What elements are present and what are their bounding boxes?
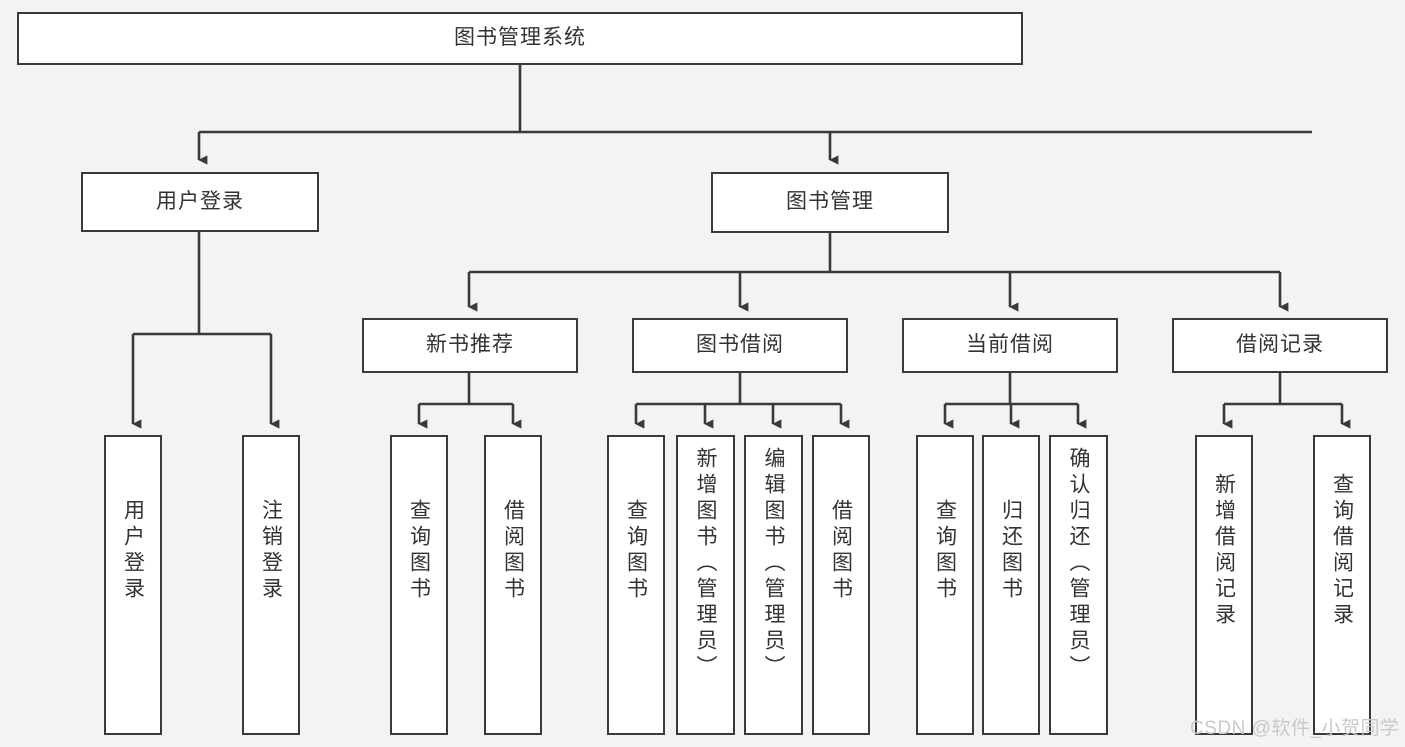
node-leaf-add-record-label: 新增借阅记录	[1212, 473, 1236, 629]
node-leaf-confirm-return[interactable]: 确认归还（管理员）	[1049, 435, 1108, 735]
node-leaf-return-book-label: 归还图书	[999, 499, 1023, 603]
node-leaf-logout[interactable]: 注销登录	[242, 435, 300, 735]
node-leaf-query-record[interactable]: 查询借阅记录	[1313, 435, 1371, 735]
node-root-label: 图书管理系统	[454, 26, 586, 50]
node-leaf-query-book-1[interactable]: 查询图书	[390, 435, 448, 735]
node-book-borrow-label: 图书借阅	[696, 333, 784, 357]
node-leaf-borrow-book-1-label: 借阅图书	[501, 499, 525, 603]
node-leaf-borrow-book-2[interactable]: 借阅图书	[812, 435, 870, 735]
node-new-book-rec[interactable]: 新书推荐	[362, 318, 578, 373]
node-leaf-query-book-2[interactable]: 查询图书	[607, 435, 665, 735]
node-root[interactable]: 图书管理系统	[17, 12, 1023, 65]
node-leaf-confirm-return-label: 确认归还（管理员）	[1067, 447, 1090, 681]
node-leaf-return-book[interactable]: 归还图书	[982, 435, 1040, 735]
node-current-borrow[interactable]: 当前借阅	[902, 318, 1118, 373]
node-new-book-rec-label: 新书推荐	[426, 333, 514, 357]
node-leaf-user-login[interactable]: 用户登录	[104, 435, 162, 735]
node-leaf-borrow-book-1[interactable]: 借阅图书	[484, 435, 542, 735]
node-leaf-query-book-3[interactable]: 查询图书	[916, 435, 974, 735]
node-leaf-borrow-book-2-label: 借阅图书	[829, 499, 853, 603]
node-book-borrow[interactable]: 图书借阅	[632, 318, 848, 373]
node-leaf-add-record[interactable]: 新增借阅记录	[1195, 435, 1253, 735]
node-current-borrow-label: 当前借阅	[966, 333, 1054, 357]
watermark: CSDN @软件_小贺同学	[1190, 718, 1400, 739]
node-leaf-logout-label: 注销登录	[259, 499, 283, 603]
node-leaf-edit-book[interactable]: 编辑图书（管理员）	[744, 435, 803, 735]
node-leaf-query-book-2-label: 查询图书	[624, 499, 648, 603]
node-leaf-add-book-label: 新增图书（管理员）	[694, 447, 717, 681]
node-book-manage[interactable]: 图书管理	[711, 172, 949, 233]
node-book-manage-label: 图书管理	[786, 190, 874, 214]
node-leaf-edit-book-label: 编辑图书（管理员）	[762, 447, 785, 681]
node-user-login-label: 用户登录	[156, 189, 244, 213]
node-leaf-query-book-3-label: 查询图书	[933, 499, 957, 603]
node-borrow-record[interactable]: 借阅记录	[1172, 318, 1388, 373]
node-leaf-query-record-label: 查询借阅记录	[1330, 473, 1354, 629]
node-leaf-add-book[interactable]: 新增图书（管理员）	[676, 435, 735, 735]
node-user-login[interactable]: 用户登录	[81, 172, 319, 232]
node-leaf-query-book-1-label: 查询图书	[407, 499, 431, 603]
node-leaf-user-login-label: 用户登录	[121, 499, 145, 603]
node-borrow-record-label: 借阅记录	[1236, 333, 1324, 357]
